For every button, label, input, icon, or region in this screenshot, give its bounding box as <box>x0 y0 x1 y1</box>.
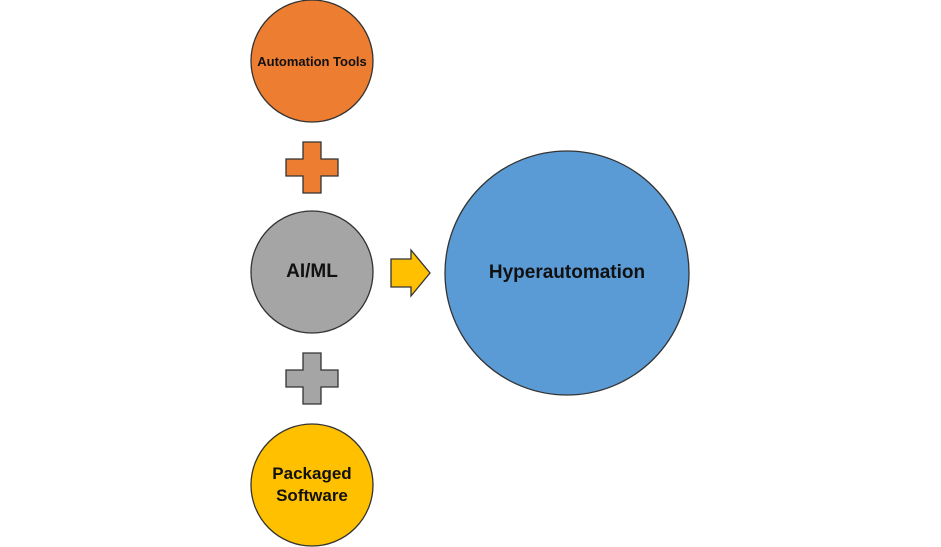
packaged-software-label: Packaged Software <box>272 464 352 505</box>
ai-ml-circle <box>250 210 374 334</box>
plus-icon-bottom <box>285 352 339 405</box>
hyperautomation-circle <box>444 150 690 396</box>
automation-tools-circle <box>250 0 374 123</box>
hyperautomation-label: Hyperautomation <box>488 262 646 283</box>
ai-ml-label: AI/ML <box>286 261 338 282</box>
packaged-software-circle <box>250 423 374 547</box>
automation-tools-label: Automation Tools <box>257 53 367 69</box>
plus-icon-top <box>285 141 339 194</box>
right-arrow-icon <box>390 248 431 298</box>
